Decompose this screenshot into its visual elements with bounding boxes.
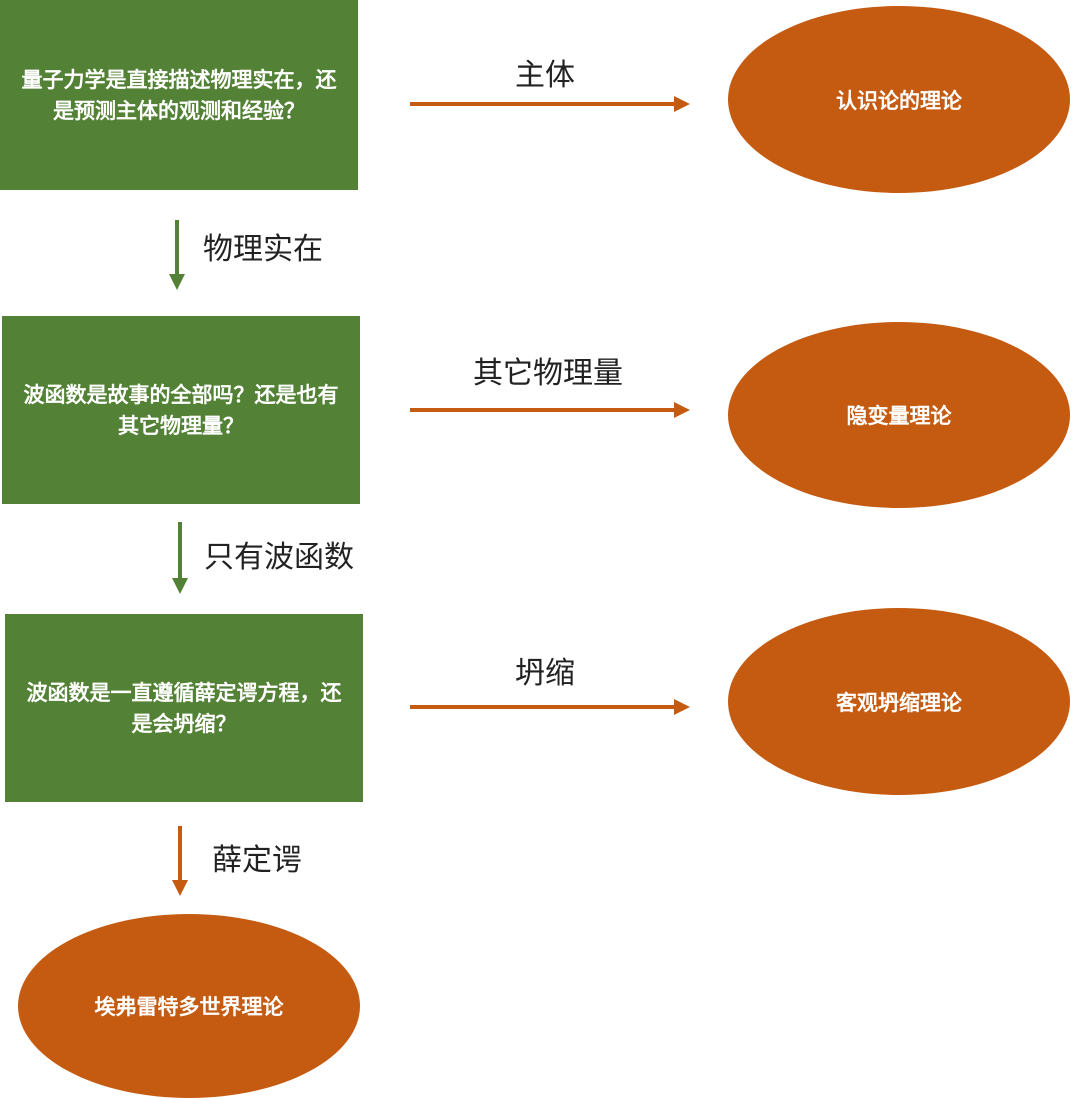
- theory-many-worlds: 埃弗雷特多世界理论: [18, 914, 360, 1098]
- theory-epistemic-label: 认识论的理论: [836, 87, 962, 113]
- theory-objective-collapse-label: 客观坍缩理论: [836, 689, 962, 715]
- theory-epistemic: 认识论的理论: [728, 6, 1070, 193]
- label-collapse: 坍缩: [515, 656, 575, 691]
- question-1-text: 量子力学是直接描述物理实在，还是预测主体的观测和经验？: [21, 67, 337, 123]
- label-physical-reality: 物理实在: [203, 232, 323, 267]
- arrow-only-wavefunction: [172, 522, 188, 594]
- question-box-2: 波函数是故事的全部吗？还是也有其它物理量？: [2, 316, 360, 504]
- arrow-schrodinger: [172, 826, 188, 896]
- question-box-1: 量子力学是直接描述物理实在，还是预测主体的观测和经验？: [0, 0, 358, 190]
- question-box-3: 波函数是一直遵循薛定谔方程，还是会坍缩？: [5, 614, 363, 802]
- theory-objective-collapse: 客观坍缩理论: [728, 608, 1070, 795]
- question-2-text: 波函数是故事的全部吗？还是也有其它物理量？: [23, 382, 339, 438]
- label-subject: 主体: [515, 58, 575, 93]
- theory-hidden-variable-label: 隐变量理论: [846, 403, 952, 428]
- arrow-physical-reality: [169, 220, 185, 290]
- arrow-subject: [410, 96, 690, 112]
- theory-many-worlds-label: 埃弗雷特多世界理论: [94, 994, 284, 1019]
- question-3-text: 波函数是一直遵循薛定谔方程，还是会坍缩？: [26, 680, 342, 736]
- arrow-other-quantities: [410, 402, 690, 418]
- theory-hidden-variable: 隐变量理论: [728, 322, 1070, 508]
- arrow-collapse: [410, 699, 690, 715]
- label-only-wavefunction: 只有波函数: [204, 540, 354, 575]
- label-other-quantities: 其它物理量: [473, 356, 623, 391]
- label-schrodinger: 薛定谔: [212, 843, 302, 878]
